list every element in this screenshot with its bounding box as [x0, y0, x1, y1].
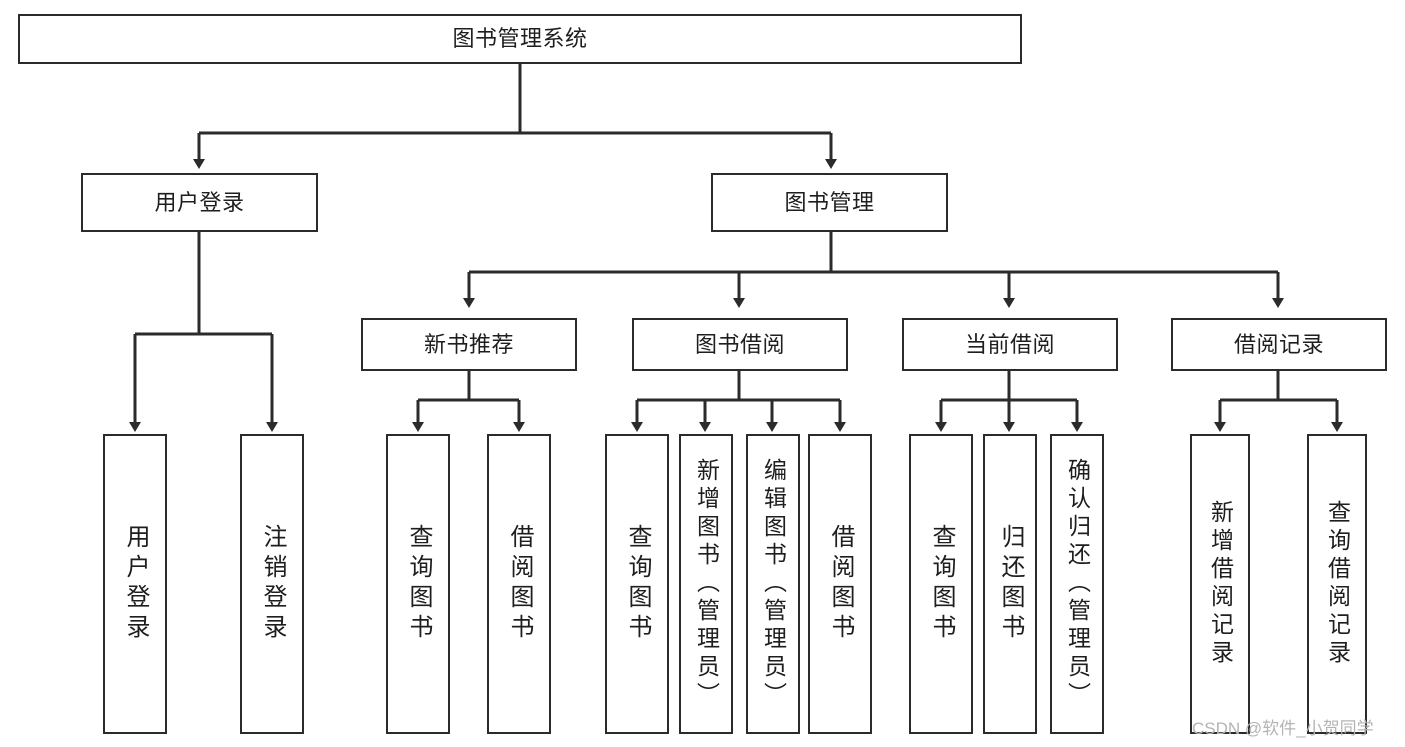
edge-root-to-level2 [193, 64, 837, 169]
node-new-book-recommend[interactable]: 新书推荐 [361, 318, 577, 371]
node-leaf-query-record[interactable]: 查询借阅记录 [1307, 434, 1367, 734]
edge-borrow-record-to-leaves [1214, 371, 1343, 432]
node-leaf-return-book[interactable]: 归还图书 [983, 434, 1037, 734]
node-leaf-user-login[interactable]: 用户登录 [103, 434, 167, 734]
node-user-login-label: 用户登录 [154, 189, 245, 215]
node-current-borrow[interactable]: 当前借阅 [902, 318, 1118, 371]
edge-user-login-to-leaves [129, 232, 278, 432]
node-root-label: 图书管理系统 [452, 26, 588, 52]
node-borrow-record[interactable]: 借阅记录 [1171, 318, 1387, 371]
node-leaf-user-login-label: 用户登录 [122, 524, 149, 644]
node-book-manage-label: 图书管理 [784, 189, 875, 215]
node-leaf-query-record-label: 查询借阅记录 [1324, 500, 1351, 668]
node-user-login[interactable]: 用户登录 [81, 173, 318, 232]
node-leaf-add-record[interactable]: 新增借阅记录 [1190, 434, 1250, 734]
node-leaf-add-record-label: 新增借阅记录 [1207, 500, 1234, 668]
node-new-book-recommend-label: 新书推荐 [423, 331, 514, 357]
node-leaf-logout-login-label: 注销登录 [259, 524, 286, 644]
node-leaf-query-book-3[interactable]: 查询图书 [909, 434, 973, 734]
node-leaf-query-book-1-label: 查询图书 [405, 524, 432, 644]
watermark-text: CSDN @软件_小贺同学 [1192, 719, 1374, 738]
node-leaf-edit-book-label: 编辑图书（管理员） [760, 458, 787, 710]
node-leaf-confirm-return[interactable]: 确认归还（管理员） [1050, 434, 1104, 734]
node-leaf-edit-book[interactable]: 编辑图书（管理员） [746, 434, 800, 734]
node-leaf-return-book-label: 归还图书 [997, 524, 1024, 644]
node-leaf-query-book-3-label: 查询图书 [928, 524, 955, 644]
node-leaf-query-book-1[interactable]: 查询图书 [386, 434, 450, 734]
node-leaf-borrow-book-1-label: 借阅图书 [506, 524, 533, 644]
node-leaf-add-book[interactable]: 新增图书（管理员） [679, 434, 733, 734]
node-book-manage[interactable]: 图书管理 [711, 173, 948, 232]
edge-book-manage-to-level3 [463, 232, 1284, 308]
node-borrow-record-label: 借阅记录 [1233, 331, 1324, 357]
node-leaf-query-book-2[interactable]: 查询图书 [605, 434, 669, 734]
node-book-borrow[interactable]: 图书借阅 [632, 318, 848, 371]
node-root[interactable]: 图书管理系统 [18, 14, 1022, 64]
node-current-borrow-label: 当前借阅 [964, 331, 1055, 357]
edge-current-borrow-to-leaves [935, 371, 1083, 432]
node-leaf-confirm-return-label: 确认归还（管理员） [1064, 458, 1091, 710]
node-book-borrow-label: 图书借阅 [694, 331, 785, 357]
node-leaf-borrow-book-2-label: 借阅图书 [827, 524, 854, 644]
edge-new-book-recommend-to-leaves [412, 371, 525, 432]
node-leaf-borrow-book-2[interactable]: 借阅图书 [808, 434, 872, 734]
node-leaf-add-book-label: 新增图书（管理员） [693, 458, 720, 710]
node-leaf-logout-login[interactable]: 注销登录 [240, 434, 304, 734]
node-leaf-query-book-2-label: 查询图书 [624, 524, 651, 644]
edge-book-borrow-to-leaves [631, 371, 846, 432]
node-leaf-borrow-book-1[interactable]: 借阅图书 [487, 434, 551, 734]
